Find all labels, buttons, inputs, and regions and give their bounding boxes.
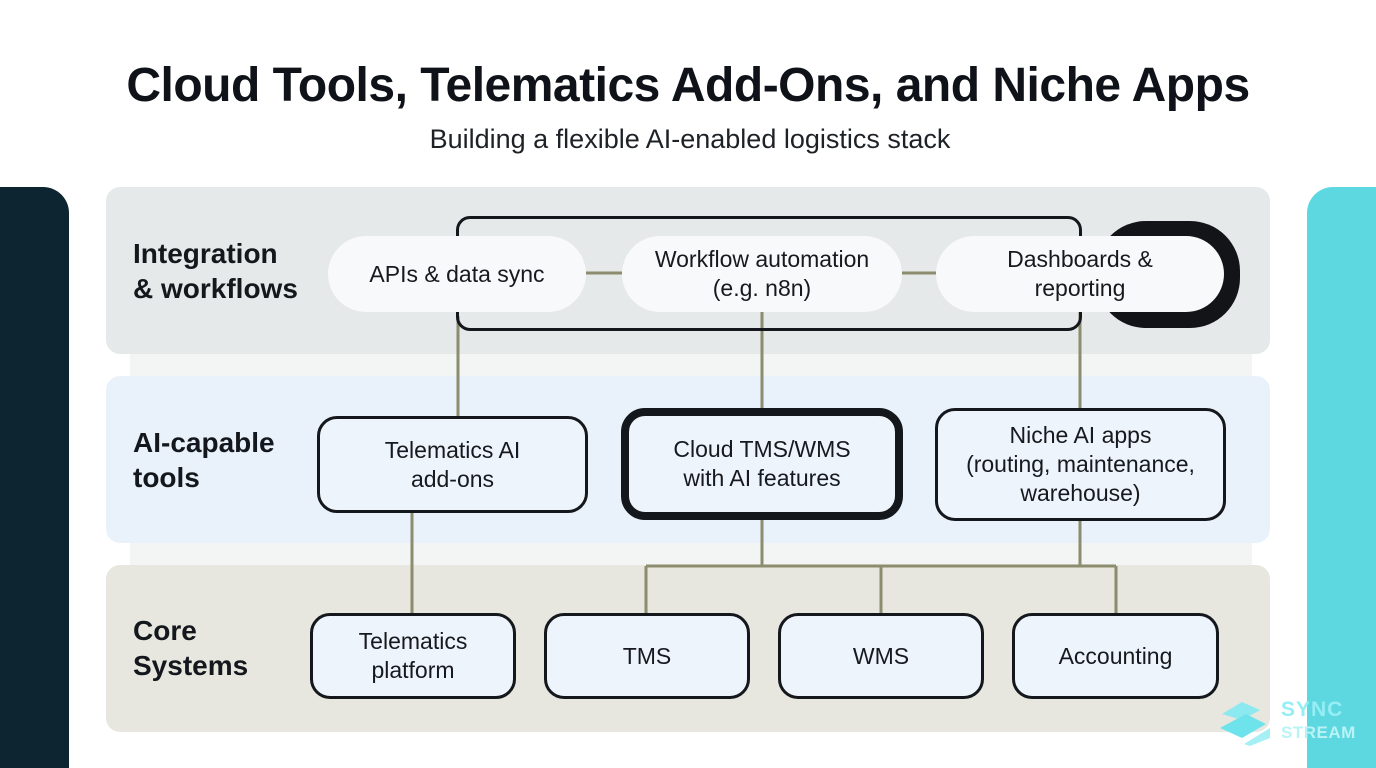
- node-accounting: Accounting: [1012, 613, 1219, 699]
- sync-stream-logo-icon: [1220, 702, 1270, 746]
- sync-stream-logo: SYNC STREAM: [1220, 698, 1360, 746]
- node-tms: TMS: [544, 613, 750, 699]
- node-telematics-platform: Telematics platform: [310, 613, 516, 699]
- node-cloud-tms-wms-ai: Cloud TMS/WMS with AI features: [621, 408, 903, 520]
- right-accent-bar: [1307, 187, 1376, 768]
- logo-text-bottom: STREAM: [1281, 723, 1356, 742]
- node-dashboards-reporting: Dashboards & reporting: [936, 236, 1224, 312]
- node-apis-data-sync: APIs & data sync: [328, 236, 586, 312]
- node-niche-ai-apps: Niche AI apps (routing, maintenance, war…: [935, 408, 1226, 521]
- left-accent-bar: [0, 187, 69, 768]
- node-workflow-automation: Workflow automation (e.g. n8n): [622, 236, 902, 312]
- layer-label-integration: Integration & workflows: [133, 238, 298, 304]
- layer-label-core-systems: Core Systems: [133, 615, 249, 681]
- logo-text-top: SYNC: [1281, 698, 1344, 721]
- node-telematics-ai-addons: Telematics AI add-ons: [317, 416, 588, 513]
- page-title: Cloud Tools, Telematics Add-Ons, and Nic…: [126, 59, 1250, 112]
- layer-label-ai-tools: AI-capable tools: [133, 427, 275, 493]
- band-gap: [130, 354, 1252, 376]
- page-subtitle: Building a flexible AI-enabled logistics…: [429, 124, 951, 154]
- node-wms: WMS: [778, 613, 984, 699]
